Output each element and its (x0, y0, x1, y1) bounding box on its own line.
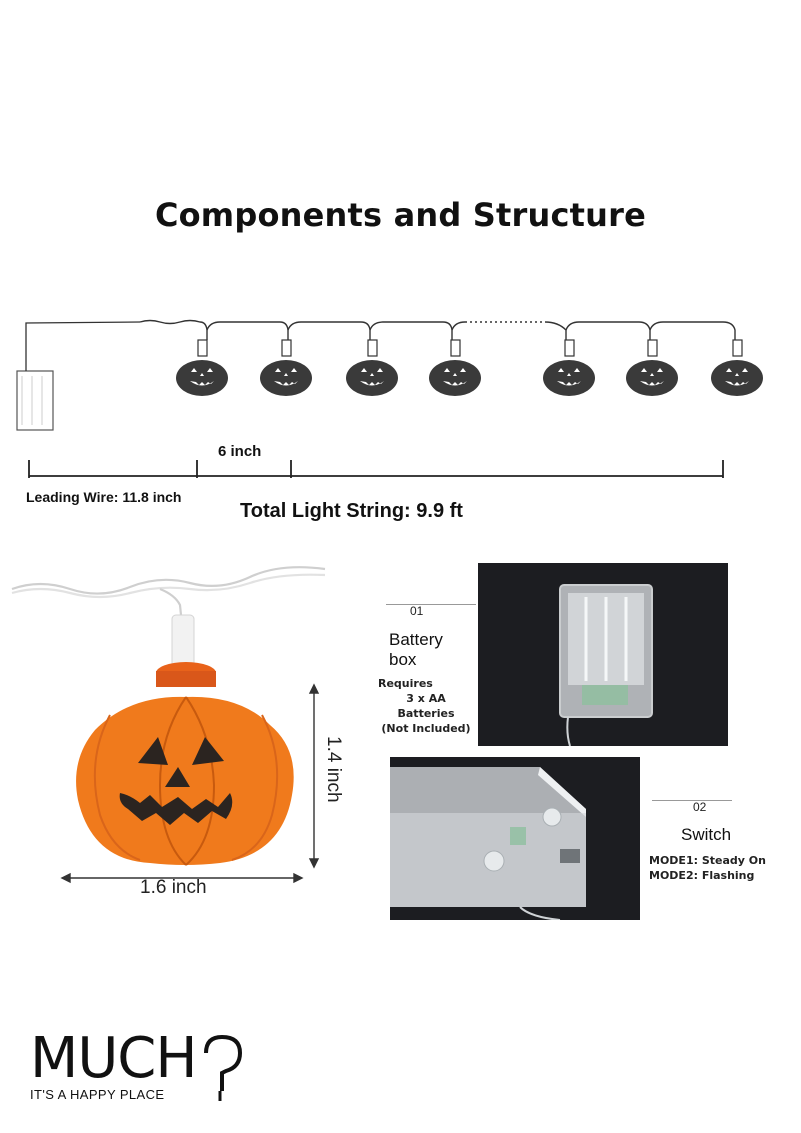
page-title: Components and Structure (154, 196, 647, 234)
battery-callout-note: Requires 3 x AA Batteries (Not Included) (378, 677, 471, 735)
pumpkin-icon (346, 339, 398, 396)
dimension-line (28, 460, 724, 478)
battery-box-photo (478, 563, 728, 746)
brand-logo: MUCH (30, 1026, 198, 1091)
pumpkin-face (119, 737, 233, 825)
switch-callout-title: Switch (681, 825, 732, 844)
switch-callout-number: 02 (693, 800, 707, 814)
pumpkin-width-label: 1.6 inch (140, 877, 207, 898)
light-string-diagram (16, 319, 763, 478)
pumpkin-icon (626, 339, 678, 396)
pumpkin-icon (543, 339, 595, 396)
twisted-wire (139, 319, 736, 340)
leading-wire (25, 321, 141, 371)
pumpkin-icon (176, 339, 228, 396)
pumpkin-product-image (11, 566, 326, 884)
leading-wire-label: Leading Wire: 11.8 inch (26, 489, 182, 505)
battery-callout-number: 01 (410, 604, 424, 618)
pumpkin-icon (260, 339, 312, 396)
pumpkin-icon (711, 339, 763, 396)
pumpkin-height-label: 1.4 inch (323, 736, 344, 803)
switch-callout-modes: MODE1: Steady On MODE2: Flashing (649, 854, 766, 882)
total-length-label: Total Light String: 9.9 ft (240, 500, 463, 522)
brand-tagline: IT'S A HAPPY PLACE (30, 1087, 165, 1102)
question-mark-logo-icon (204, 1034, 243, 1101)
spacing-label: 6 inch (218, 443, 262, 460)
switch-photo (390, 757, 640, 920)
battery-box-icon (16, 370, 54, 431)
pumpkin-icon (429, 339, 481, 396)
pumpkin-icons (176, 339, 763, 396)
battery-callout-title: Battery box (389, 630, 443, 669)
